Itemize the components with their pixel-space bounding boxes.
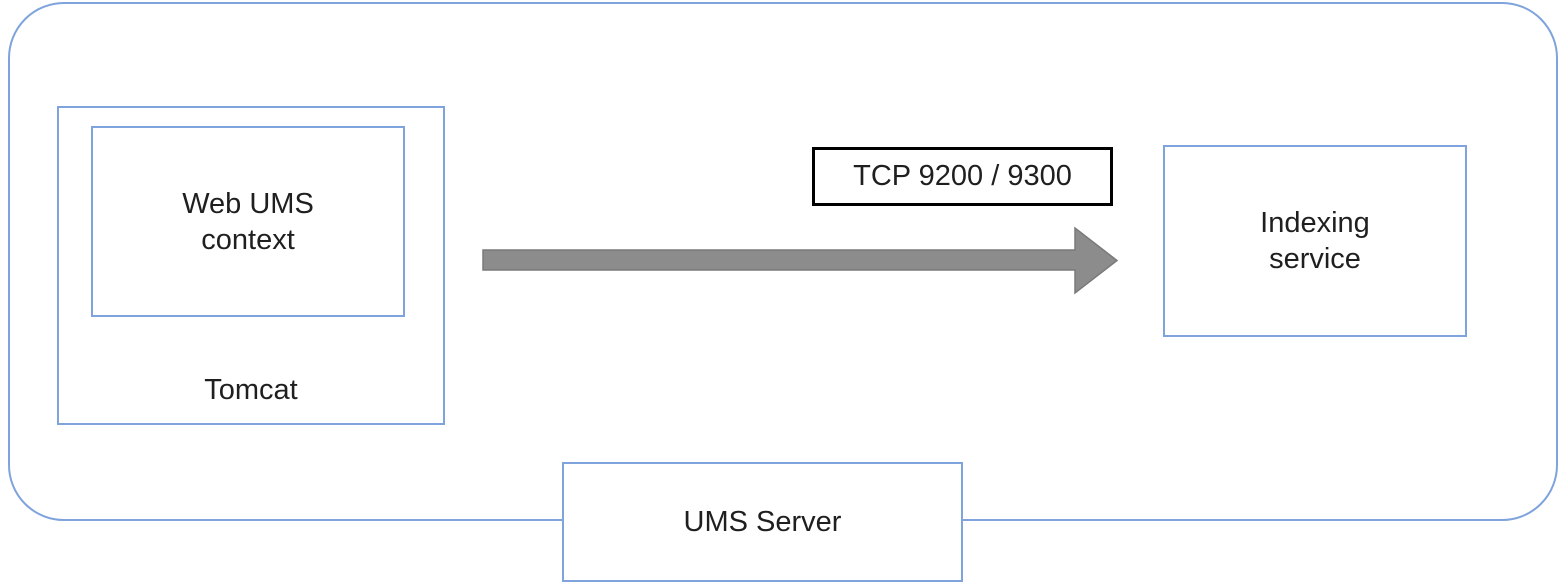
ums-server-label-box: UMS Server <box>562 462 963 582</box>
tomcat-node-label: Tomcat <box>204 374 298 406</box>
web-ums-context-label: Web UMS context <box>182 187 314 256</box>
web-ums-context-node: Web UMS context <box>91 126 405 317</box>
connection-label-box: TCP 9200 / 9300 <box>812 147 1113 206</box>
connection-label: TCP 9200 / 9300 <box>853 160 1072 192</box>
indexing-service-label: Indexing service <box>1260 207 1370 275</box>
indexing-service-node: Indexing service <box>1163 145 1467 337</box>
ums-server-label: UMS Server <box>683 506 842 538</box>
